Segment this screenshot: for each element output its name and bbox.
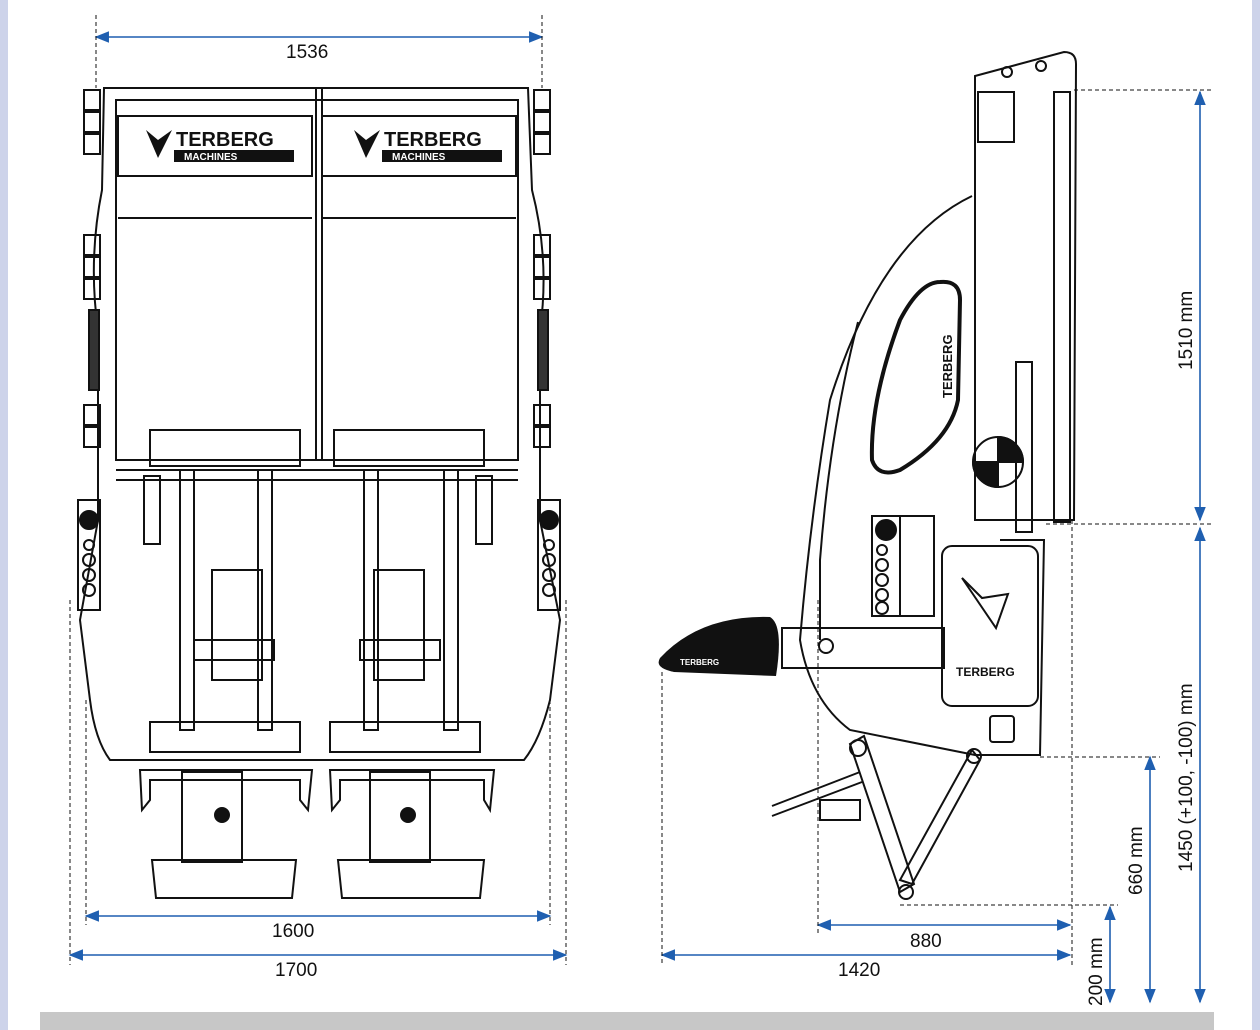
side-back-plate <box>974 50 1078 521</box>
brand-panel-left <box>117 115 313 177</box>
left-foot-pad <box>150 859 298 899</box>
bottom-bar <box>40 1012 1214 1030</box>
brand-logo-right: TERBERG MACHINES <box>354 129 502 163</box>
side-handle: TERBERG <box>658 616 779 676</box>
svg-text:TERBERG: TERBERG <box>176 129 274 151</box>
side-seat-brand: TERBERG <box>956 577 1015 679</box>
label-880: 880 <box>910 931 942 952</box>
svg-text:TERBERG: TERBERG <box>680 658 719 667</box>
brand-logo-left: TERBERG MACHINES <box>146 129 294 163</box>
label-1420: 1420 <box>838 960 880 981</box>
side-seat-panel <box>941 545 1039 707</box>
front-dimensions <box>68 31 568 961</box>
label-1600: 1600 <box>272 921 314 942</box>
side-brand-vertical: TERBERG <box>940 334 955 398</box>
right-seat <box>333 429 485 467</box>
left-side-clips <box>83 89 101 448</box>
front-body-outline <box>78 87 562 761</box>
svg-text:MACHINES: MACHINES <box>392 152 446 163</box>
side-dimensions <box>660 90 1206 1004</box>
right-control-panel <box>537 499 561 611</box>
left-seat <box>149 429 301 467</box>
side-body-shell <box>798 195 1046 756</box>
svg-text:TERBERG: TERBERG <box>956 665 1015 679</box>
label-1510: 1510 mm <box>1176 291 1197 370</box>
front-view <box>77 87 562 899</box>
svg-text:TERBERG: TERBERG <box>940 334 955 398</box>
front-extension-lines <box>69 15 567 965</box>
right-side-clips <box>533 89 551 448</box>
label-1450: 1450 (+100, -100) mm <box>1176 683 1197 872</box>
left-control-panel <box>77 499 101 611</box>
label-1700: 1700 <box>275 960 317 981</box>
svg-text:MACHINES: MACHINES <box>184 152 238 163</box>
side-window <box>869 279 963 475</box>
label-1536: 1536 <box>286 42 328 63</box>
right-foot-pad <box>336 859 486 899</box>
brand-panel-right <box>321 115 517 177</box>
drawing-sheet <box>8 0 1252 1030</box>
side-view <box>771 50 1078 900</box>
label-200: 200 mm <box>1086 937 1107 1006</box>
side-extension-lines <box>661 89 1212 965</box>
svg-text:TERBERG: TERBERG <box>384 129 482 151</box>
label-660: 660 mm <box>1126 826 1147 895</box>
